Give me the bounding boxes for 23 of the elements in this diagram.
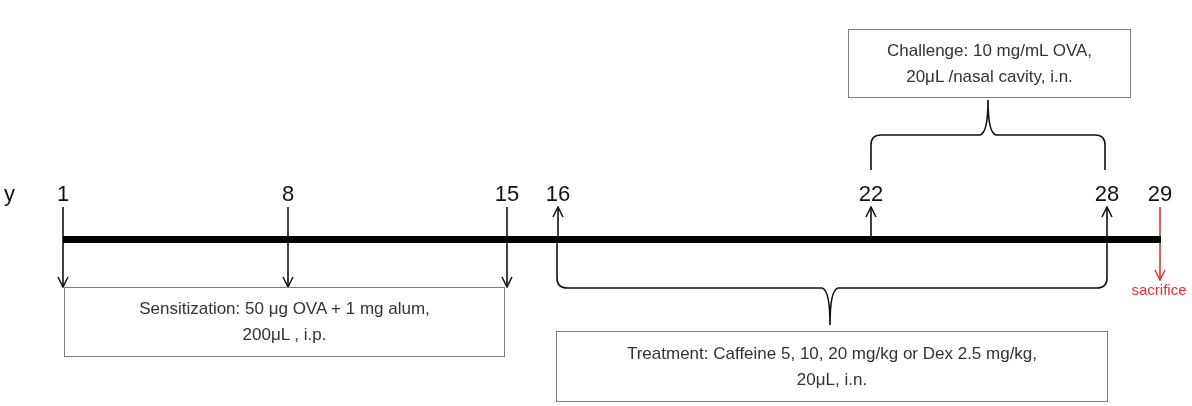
arrow xyxy=(501,206,513,288)
step-box xyxy=(64,287,505,357)
step-text: Treatment: Caffeine 5, 10, 20 mg/kg or Dex 2.5 mg/kg, 20μL, i.n. xyxy=(625,342,1039,391)
timeline-bar xyxy=(63,236,1161,243)
day-number: 15 xyxy=(487,181,527,207)
axis-label: y xyxy=(4,181,15,207)
arrow xyxy=(1154,206,1166,281)
step-text: Sensitization: 50 μg OVA + 1 mg alum, 200μL , i.p. xyxy=(138,298,431,346)
day-number: 8 xyxy=(268,181,308,207)
arrow xyxy=(865,206,877,237)
event-label: sacrifice xyxy=(1128,280,1190,300)
arrow xyxy=(57,206,69,288)
arrow xyxy=(1101,206,1113,237)
day-number: 29 xyxy=(1140,181,1180,207)
step-text: Challenge: 10 mg/mL OVA, 20μL /nasal cavity, i.n. xyxy=(885,39,1093,88)
step-box xyxy=(556,331,1108,402)
day-number: 1 xyxy=(43,181,83,207)
step-box xyxy=(848,29,1131,98)
day-number: 28 xyxy=(1087,181,1127,207)
day-number: 22 xyxy=(851,181,891,207)
arrow xyxy=(552,206,564,237)
arrow xyxy=(282,206,294,288)
day-number: 16 xyxy=(538,181,578,207)
